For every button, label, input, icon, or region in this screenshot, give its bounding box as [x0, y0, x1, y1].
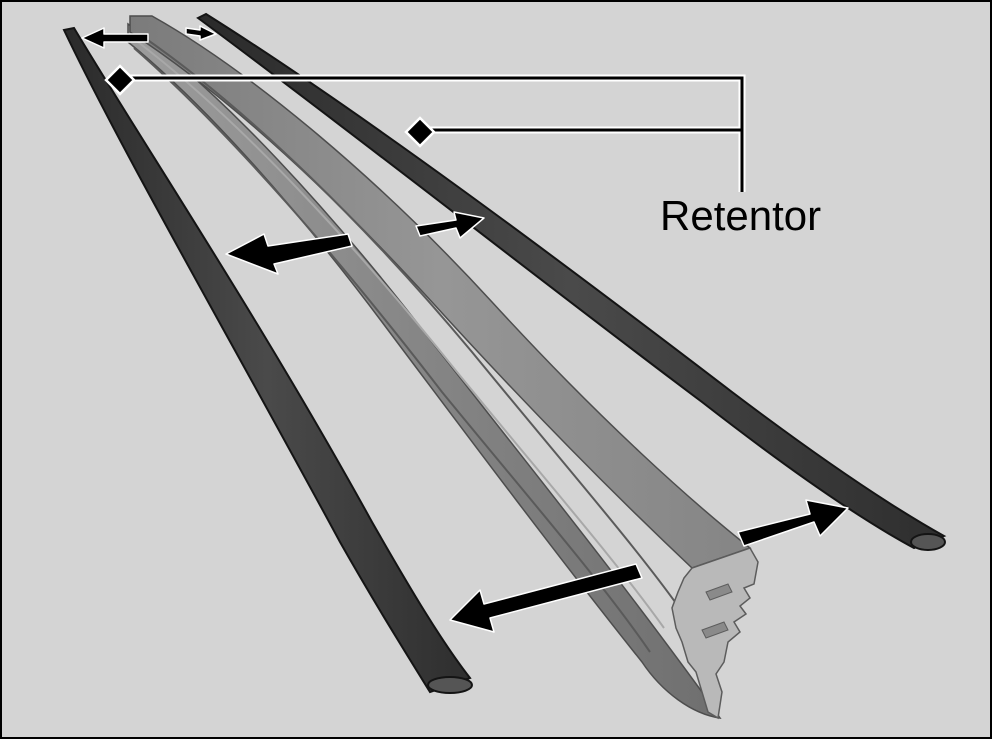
left-retentor-strip [62, 26, 472, 694]
arrow-lower-left [449, 563, 643, 633]
retentor-callout-label: Retentor [660, 192, 822, 239]
arrow-middle-right [415, 211, 485, 239]
blade-end-slot-upper [705, 583, 733, 601]
diamond-marker-icon [104, 64, 136, 96]
arrow-middle-left [225, 233, 353, 275]
blade-groove-1 [141, 35, 679, 607]
right-retentor-strip [196, 12, 947, 550]
left-strip-end [427, 676, 473, 694]
diamond-marker-icon [404, 116, 436, 148]
arrow-top-left [81, 27, 149, 49]
arrow-lower-right [737, 499, 849, 547]
right-strip-end [910, 533, 946, 551]
blade-groove-2 [137, 41, 665, 629]
rubber-blade-side [127, 22, 722, 719]
outward-arrow-icon [81, 25, 849, 633]
arrow-top-right [185, 25, 217, 41]
callout-leader [120, 74, 746, 192]
blade-end-slot-lower [701, 621, 729, 639]
leader-line-top [120, 76, 744, 192]
